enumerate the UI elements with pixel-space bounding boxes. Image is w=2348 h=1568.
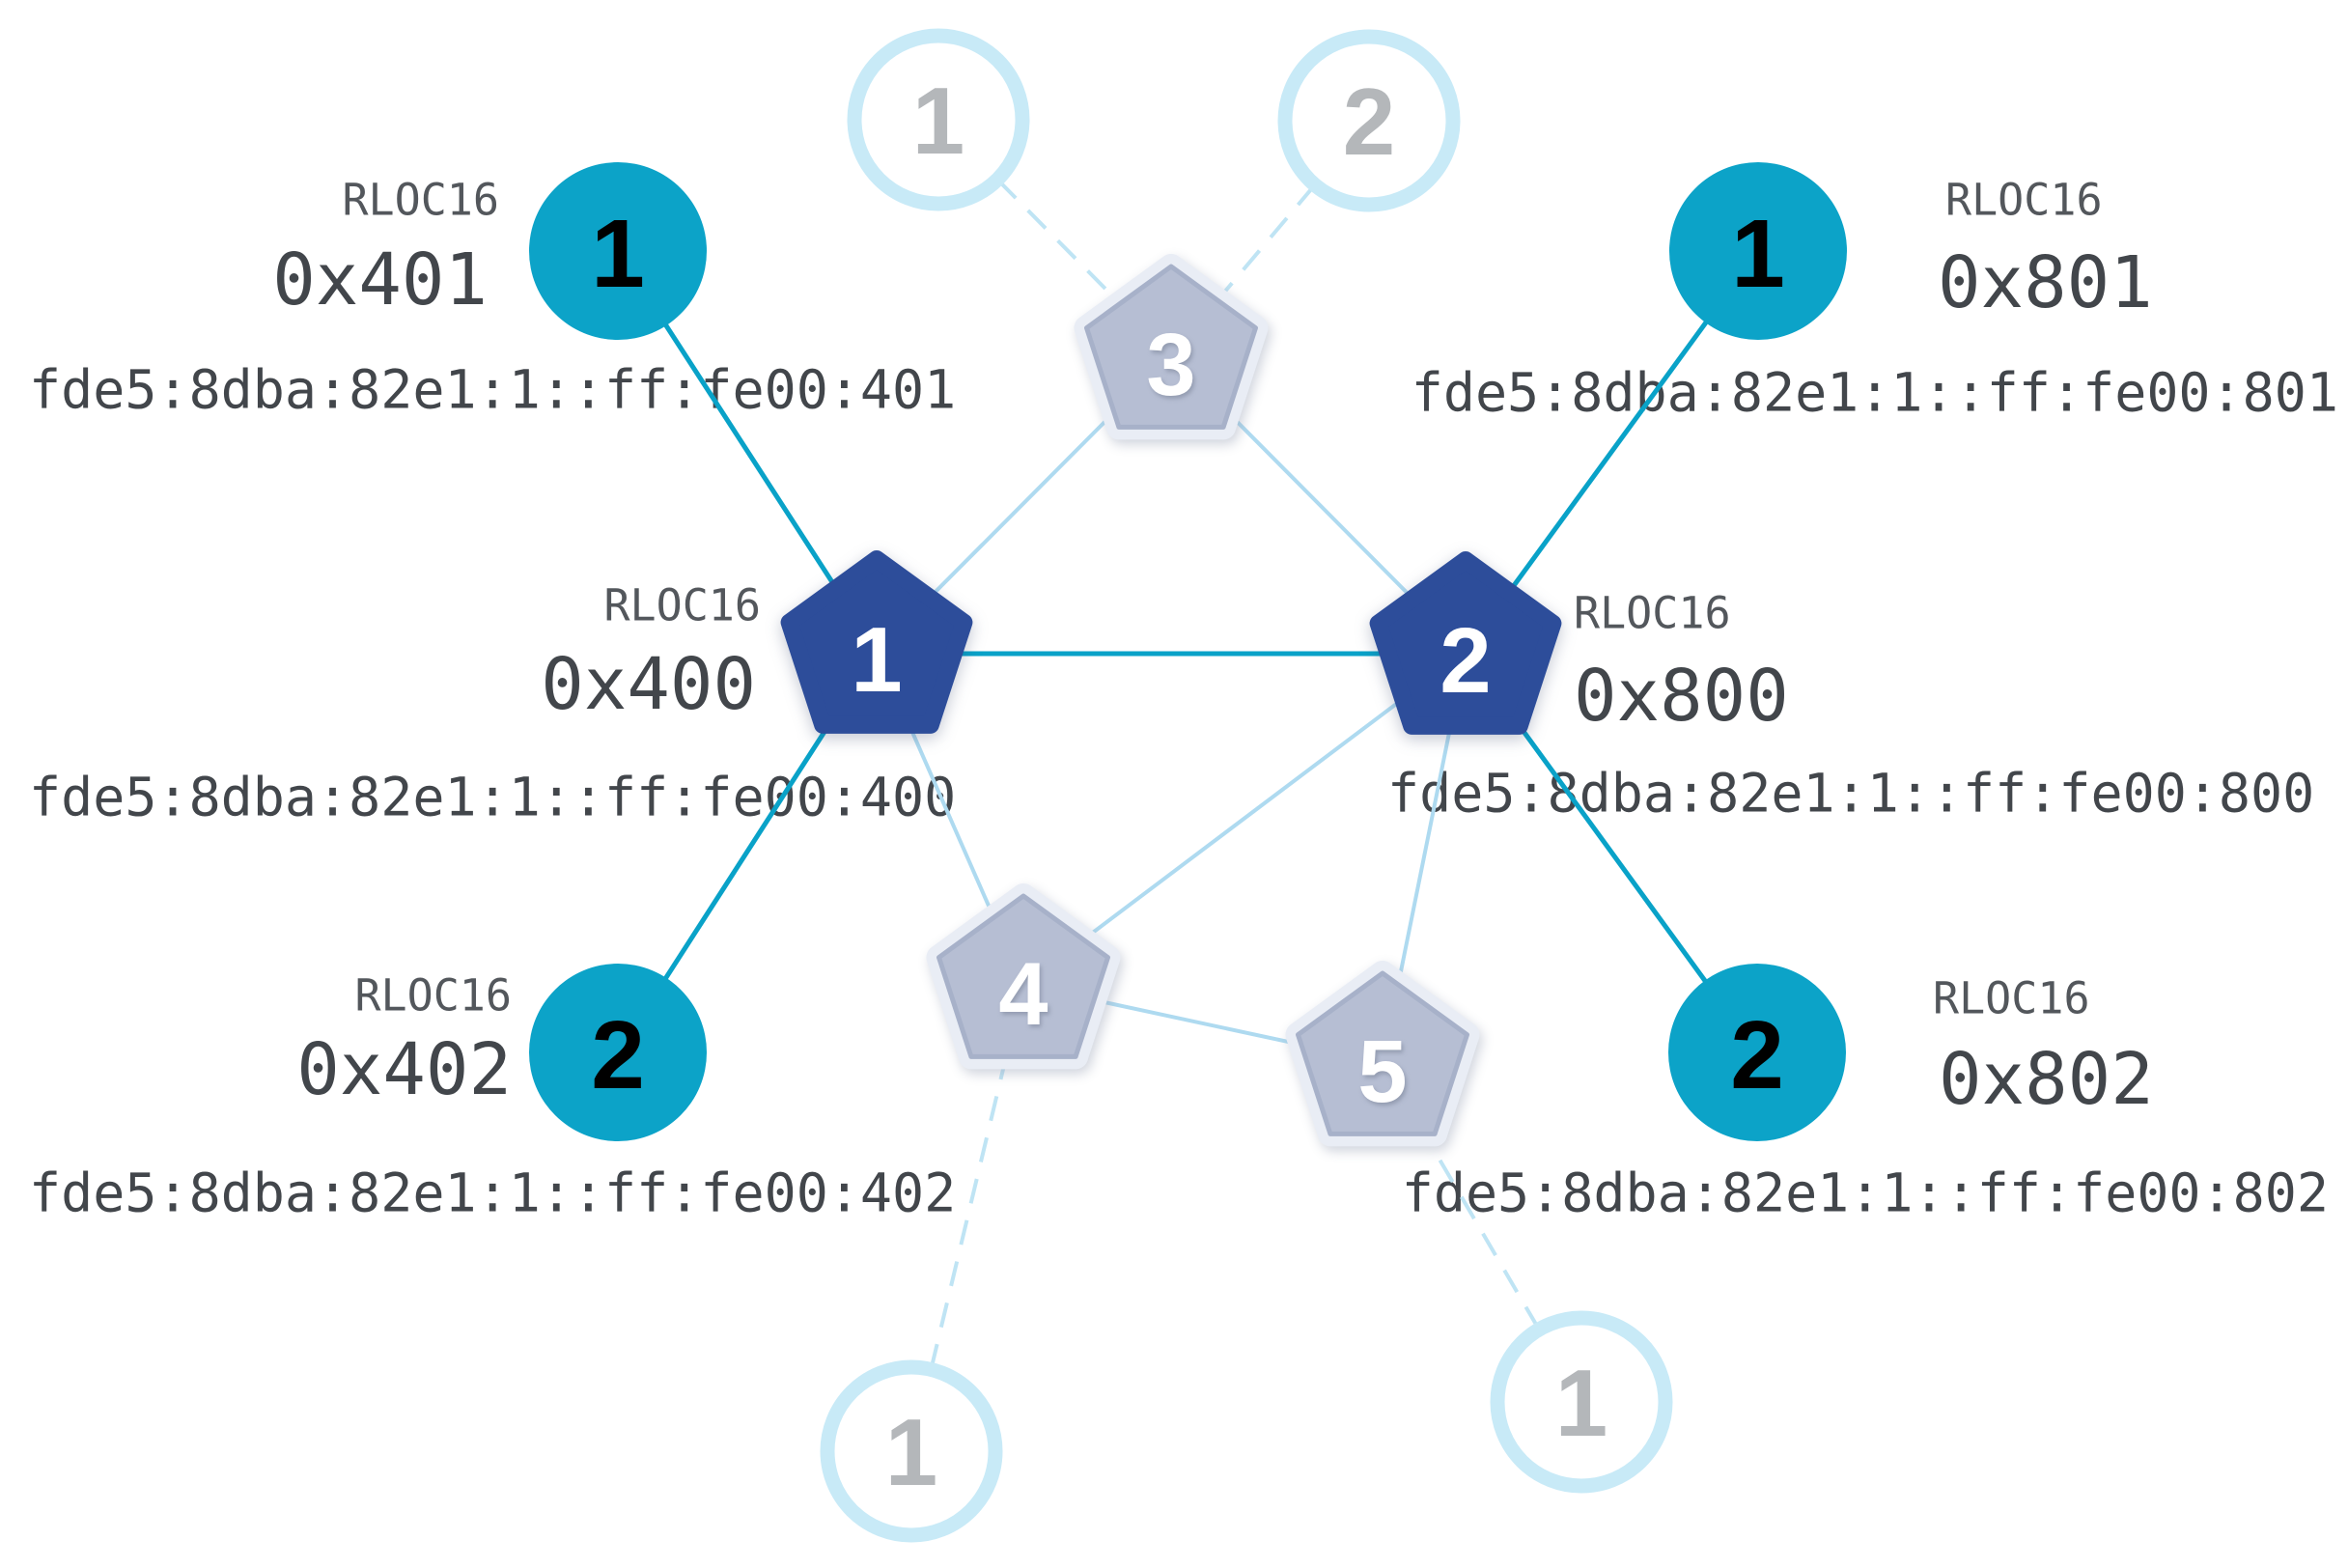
router-number: 1: [851, 608, 902, 712]
child-402-ipv6-address: fde5:8dba:82e1:1::ff:fe00:402: [29, 1162, 957, 1224]
child-401-rloc16-value: 0x401: [272, 238, 488, 322]
router-pentagon[interactable]: [1084, 264, 1258, 430]
child-402-rloc16-caption: RLOC16: [354, 969, 512, 1022]
faded-child-circle[interactable]: [820, 1359, 1003, 1543]
child-802-rloc16-caption: RLOC16: [1933, 972, 2090, 1024]
child-number: 1: [1731, 200, 1785, 308]
router-number: 4: [998, 945, 1048, 1044]
faded-child-circle[interactable]: [1277, 29, 1461, 212]
faded-child-circle[interactable]: [847, 28, 1030, 211]
router-1-node[interactable]: 1: [780, 550, 973, 734]
child-number: 2: [591, 1001, 645, 1109]
router-2-rloc16-value: 0x800: [1574, 655, 1789, 738]
router-pentagon[interactable]: [780, 550, 973, 734]
child-802-rloc16-value: 0x802: [1939, 1038, 2154, 1121]
child-802-ipv6-address: fde5:8dba:82e1:1::ff:fe00:802: [1401, 1162, 2329, 1224]
child-circle[interactable]: [1668, 964, 1846, 1141]
faded-child-node-bottom-left[interactable]: 1: [820, 1359, 1003, 1543]
link-router2-router4: [1021, 650, 1468, 987]
router-1-ipv6-address: fde5:8dba:82e1:1::ff:fe00:400: [29, 766, 957, 828]
router-number: 5: [1357, 1022, 1407, 1121]
faded-child-node-bottom-right[interactable]: 1: [1490, 1310, 1673, 1494]
child-402-node[interactable]: 2: [529, 964, 707, 1141]
faded-child-number: 1: [912, 68, 965, 174]
faded-child-circle[interactable]: [1490, 1310, 1673, 1494]
child-401-rloc16-caption: RLOC16: [342, 174, 499, 226]
faded-child-node-top-1[interactable]: 1: [847, 28, 1030, 211]
child-801-rloc16-value: 0x801: [1938, 241, 2153, 324]
router-1-rloc16-caption: RLOC16: [603, 579, 761, 631]
child-401-ipv6-address: fde5:8dba:82e1:1::ff:fe00:401: [29, 358, 957, 421]
faded-child-number: 2: [1343, 69, 1396, 175]
child-802-node[interactable]: 2: [1668, 964, 1846, 1141]
child-801-node[interactable]: 1: [1669, 162, 1847, 340]
child-circle[interactable]: [529, 964, 707, 1141]
router-pentagon[interactable]: [1369, 551, 1562, 735]
child-801-rloc16-caption: RLOC16: [1945, 174, 2103, 226]
router-2-ipv6-address: fde5:8dba:82e1:1::ff:fe00:800: [1387, 762, 2315, 825]
router-1-rloc16-value: 0x400: [541, 643, 756, 726]
child-circle[interactable]: [529, 162, 707, 340]
router-3-node[interactable]: 3: [1074, 254, 1269, 440]
router-4-node[interactable]: 4: [926, 883, 1121, 1070]
router-pentagon[interactable]: [1296, 970, 1469, 1136]
child-number: 2: [1730, 1001, 1784, 1109]
faded-child-number: 1: [885, 1399, 938, 1505]
faded-child-number: 1: [1555, 1350, 1608, 1456]
child-401-node[interactable]: 1: [529, 162, 707, 340]
router-number: 2: [1440, 609, 1491, 713]
child-402-rloc16-value: 0x402: [296, 1028, 512, 1111]
router-pentagon[interactable]: [936, 893, 1110, 1059]
child-801-ipv6-address: fde5:8dba:82e1:1::ff:fe00:801: [1411, 361, 2338, 424]
child-circle[interactable]: [1669, 162, 1847, 340]
router-2-node[interactable]: 2: [1369, 551, 1562, 735]
router-number: 3: [1146, 316, 1195, 414]
router-2-rloc16-caption: RLOC16: [1574, 587, 1731, 639]
router-5-node[interactable]: 5: [1285, 961, 1480, 1147]
child-number: 1: [591, 200, 645, 308]
faded-child-node-top-2[interactable]: 2: [1277, 29, 1461, 212]
